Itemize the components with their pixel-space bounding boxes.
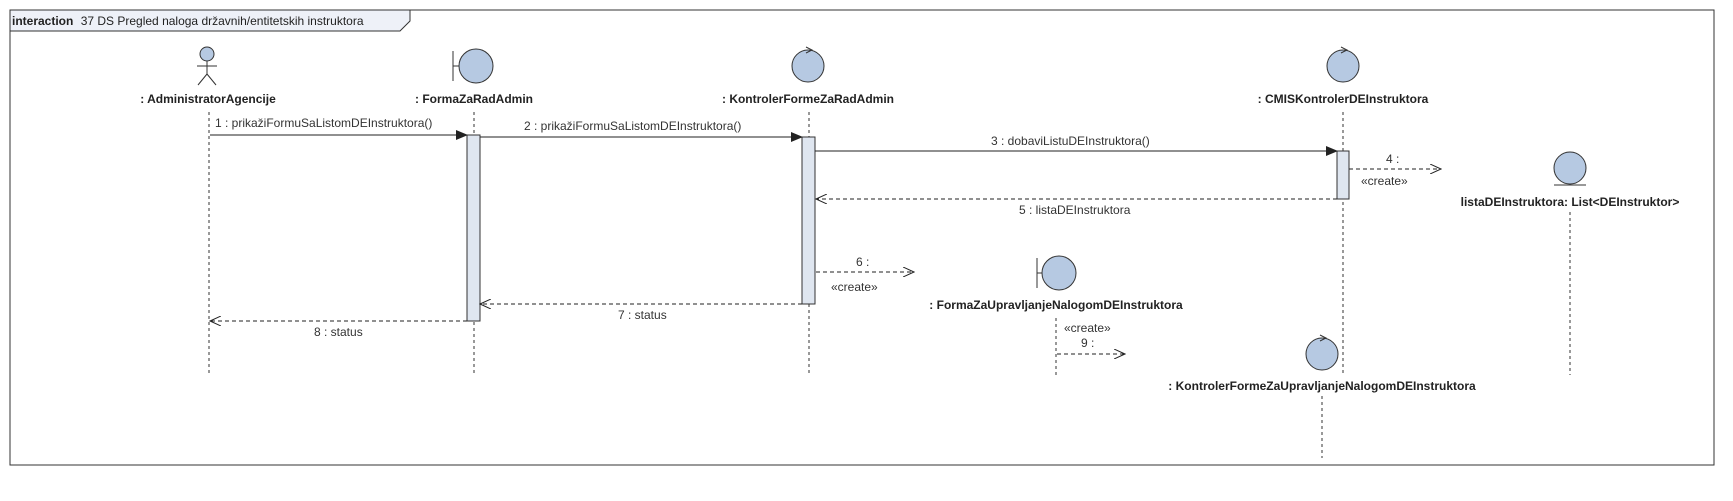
lifeline-label-cmis: : CMISKontrolerDEInstruktora bbox=[1258, 92, 1429, 106]
control-icon bbox=[1305, 334, 1339, 371]
activation-cmis bbox=[1336, 150, 1350, 200]
entity-icon bbox=[1553, 151, 1587, 186]
message-stereotype-6: «create» bbox=[831, 280, 878, 294]
frame-title: interaction 37 DS Pregled naloga državni… bbox=[12, 14, 364, 28]
message-labels: 1 : prikažiFormuSaListomDEInstruktora() … bbox=[215, 116, 1408, 350]
lifeline-label-admin: : AdministratorAgencije bbox=[140, 92, 276, 106]
lifeline-label-formaUpr: : FormaZaUpravljanjeNalogomDEInstruktora bbox=[929, 298, 1183, 312]
activation-forma bbox=[466, 134, 481, 322]
lifeline-label-kontrolerUpr: : KontrolerFormeZaUpravljanjeNalogomDEIn… bbox=[1168, 379, 1476, 393]
message-label-7: 7 : status bbox=[618, 308, 667, 322]
message-stereotype-4: «create» bbox=[1361, 174, 1408, 188]
message-label-2: 2 : prikažiFormuSaListomDEInstruktora() bbox=[524, 119, 741, 133]
message-label-4: 4 : bbox=[1386, 152, 1399, 166]
control-icon bbox=[791, 46, 825, 83]
messages bbox=[210, 130, 1441, 354]
message-stereotype-9: «create» bbox=[1064, 321, 1111, 335]
control-icon bbox=[1326, 46, 1360, 83]
activation-bars bbox=[466, 134, 1350, 322]
actor-icon bbox=[197, 46, 217, 86]
frame-title-text: 37 DS Pregled naloga državnih/entitetski… bbox=[81, 14, 364, 28]
message-label-3: 3 : dobaviListuDEInstruktora() bbox=[991, 134, 1150, 148]
lifeline-label-lista: listaDEInstruktora: List<DEInstruktor> bbox=[1461, 195, 1680, 209]
lifeline-label-kontroler: : KontrolerFormeZaRadAdmin bbox=[722, 92, 894, 106]
lifeline-label-forma: : FormaZaRadAdmin bbox=[415, 92, 533, 106]
boundary-icon bbox=[452, 48, 494, 84]
message-label-5: 5 : listaDEInstruktora bbox=[1019, 203, 1131, 217]
message-label-8: 8 : status bbox=[314, 325, 363, 339]
frame-keyword: interaction bbox=[12, 14, 73, 28]
boundary-icon bbox=[1036, 255, 1077, 291]
activation-kontroler bbox=[801, 136, 816, 305]
interaction-frame bbox=[9, 9, 1715, 466]
lifeline-lines bbox=[208, 112, 1571, 458]
message-label-1: 1 : prikažiFormuSaListomDEInstruktora() bbox=[215, 116, 432, 130]
frame-tab bbox=[9, 9, 411, 32]
message-label-9: 9 : bbox=[1081, 336, 1094, 350]
message-label-6: 6 : bbox=[856, 255, 869, 269]
